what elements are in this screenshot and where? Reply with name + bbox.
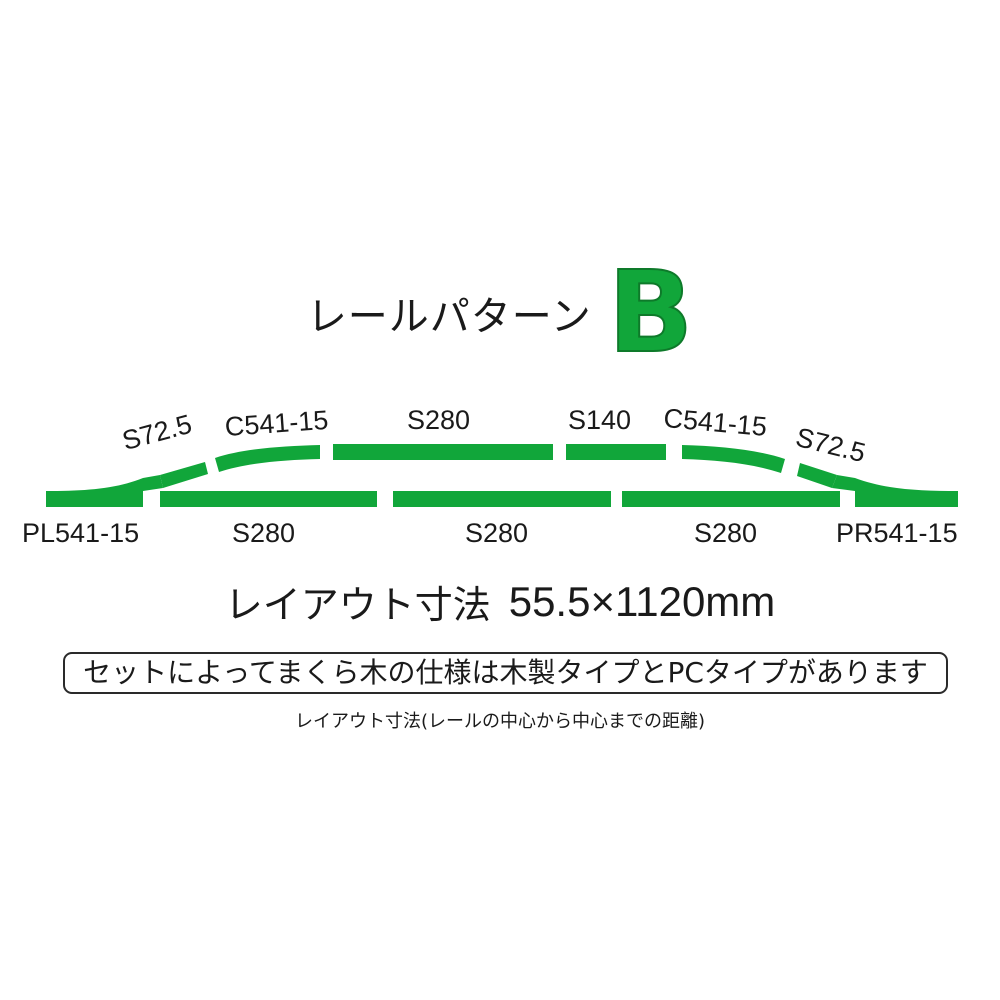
layout-dimensions-label: レイアウト寸法 [224,583,491,627]
track-pl541-15 [46,478,143,491]
track-s72-5-left [160,462,208,488]
track-turnout-left-diverge [143,475,163,491]
layout-dimensions-value: 55.5×1120mm [508,577,776,625]
label-s140-upper: S140 [568,405,632,435]
track-s280-lower-3 [622,491,840,507]
label-s280-lower-1: S280 [232,518,296,548]
track-turnout-right-diverge [832,475,855,491]
sleeper-note: セットによってまくら木の仕様は木製タイプとPCタイプがあります [63,652,948,694]
footnote: レイアウト寸法(レールの中心から中心までの距離) [294,711,706,732]
track-pl541-15-base [46,491,143,507]
track-s280-lower-1 [160,491,377,507]
label-s280-upper: S280 [407,405,471,435]
track-s140-upper [566,444,666,460]
label-pl541-15: PL541-15 [22,518,140,548]
track-s72-5-right [797,463,837,488]
track-s280-lower-2 [393,491,611,507]
track-s280-upper [333,444,553,460]
label-s280-lower-2: S280 [465,518,529,548]
label-s280-lower-3: S280 [694,518,758,548]
track-c541-15-right [682,445,785,473]
layout-dimensions: レイアウト寸法 55.5×1120mm [0,574,1000,629]
title-text: レールパターン [306,294,592,340]
title-pattern-letter: B [607,248,694,378]
label-pr541-15: PR541-15 [836,518,958,548]
track-c541-15-left [215,445,320,472]
track-pr541-15 [855,478,958,507]
